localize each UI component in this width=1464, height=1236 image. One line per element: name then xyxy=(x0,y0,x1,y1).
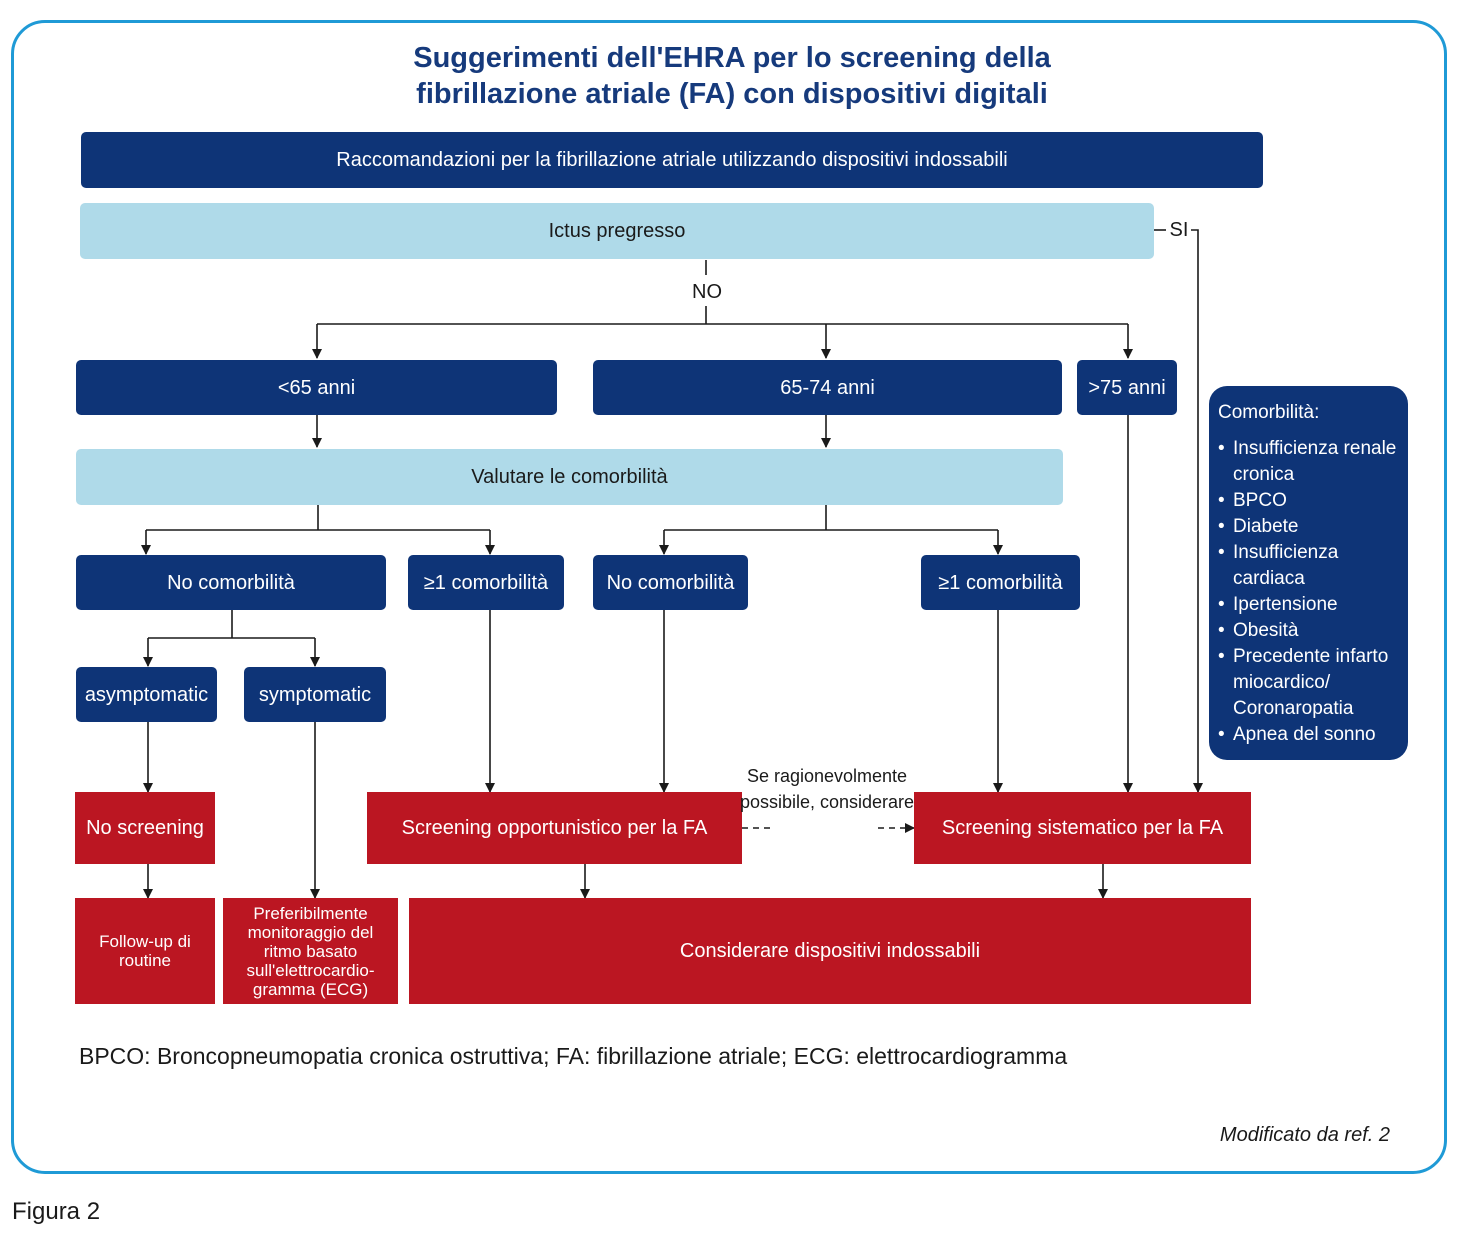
stroke-history-box: Ictus pregresso xyxy=(80,203,1154,259)
ecg-monitoring-box: Preferibilmente monitoraggio del ritmo b… xyxy=(223,898,398,1004)
abbreviations-footnote: BPCO: Broncopneumopatia cronica ostrutti… xyxy=(79,1043,1068,1069)
routine-followup-box: Follow-up di routine xyxy=(75,898,215,1004)
evaluate-comorbidities-box: Valutare le comorbilità xyxy=(76,449,1063,505)
mid-no-comorbidity-box: No comorbilità xyxy=(593,555,748,610)
dashed-connector-label: Se ragionevolmente possibile, considerar… xyxy=(739,766,915,812)
header-box: Raccomandazioni per la fibrillazione atr… xyxy=(81,132,1263,188)
figure-frame xyxy=(11,20,1447,1174)
comorbidities-panel: Comorbilità: Insufficienza renale cronic… xyxy=(1209,386,1408,760)
comorbidities-list: Insufficienza renale cronica BPCO Diabet… xyxy=(1218,436,1400,748)
source-note: Modificato da ref. 2 xyxy=(1219,1124,1390,1146)
comorbidity-item: Insufficienza renale cronica xyxy=(1218,436,1400,488)
age-over-75-box: >75 anni xyxy=(1077,360,1177,415)
consider-wearables-box: Considerare dispositivi indossabili xyxy=(409,898,1251,1004)
opportunistic-screening-box: Screening opportunistico per la FA xyxy=(367,792,742,864)
age-65-74-box: 65-74 anni xyxy=(593,360,1062,415)
mid-one-plus-comorbidity-box: ≥1 comorbilità xyxy=(921,555,1080,610)
left-one-plus-comorbidity-box: ≥1 comorbilità xyxy=(408,555,564,610)
asymptomatic-box: asymptomatic xyxy=(76,667,217,722)
no-screening-box: No screening xyxy=(75,792,215,864)
comorbidity-item: Obesità xyxy=(1218,618,1400,644)
symptomatic-box: symptomatic xyxy=(244,667,386,722)
comorbidity-item: Apnea del sonno xyxy=(1218,722,1400,748)
title-line-2: fibrillazione atriale (FA) con dispositi… xyxy=(416,78,1048,110)
left-no-comorbidity-box: No comorbilità xyxy=(76,555,386,610)
title-line-1: Suggerimenti dell'EHRA per lo screening … xyxy=(413,42,1051,74)
age-under-65-box: <65 anni xyxy=(76,360,557,415)
comorbidity-item: Precedente infarto miocardico/ Coronarop… xyxy=(1218,644,1400,722)
comorbidities-heading: Comorbilità: xyxy=(1218,402,1320,423)
yes-label: SI xyxy=(1168,218,1190,242)
comorbidity-item: Diabete xyxy=(1218,514,1400,540)
no-label: NO xyxy=(686,280,728,304)
comorbidity-item: Insufficienza cardiaca xyxy=(1218,540,1400,592)
figure-label: Figura 2 xyxy=(12,1198,101,1225)
systematic-screening-box: Screening sistematico per la FA xyxy=(914,792,1251,864)
comorbidity-item: Ipertensione xyxy=(1218,592,1400,618)
figure-title: Suggerimenti dell'EHRA per lo screening … xyxy=(0,40,1464,112)
comorbidity-item: BPCO xyxy=(1218,488,1400,514)
yes-connector xyxy=(1191,229,1203,793)
